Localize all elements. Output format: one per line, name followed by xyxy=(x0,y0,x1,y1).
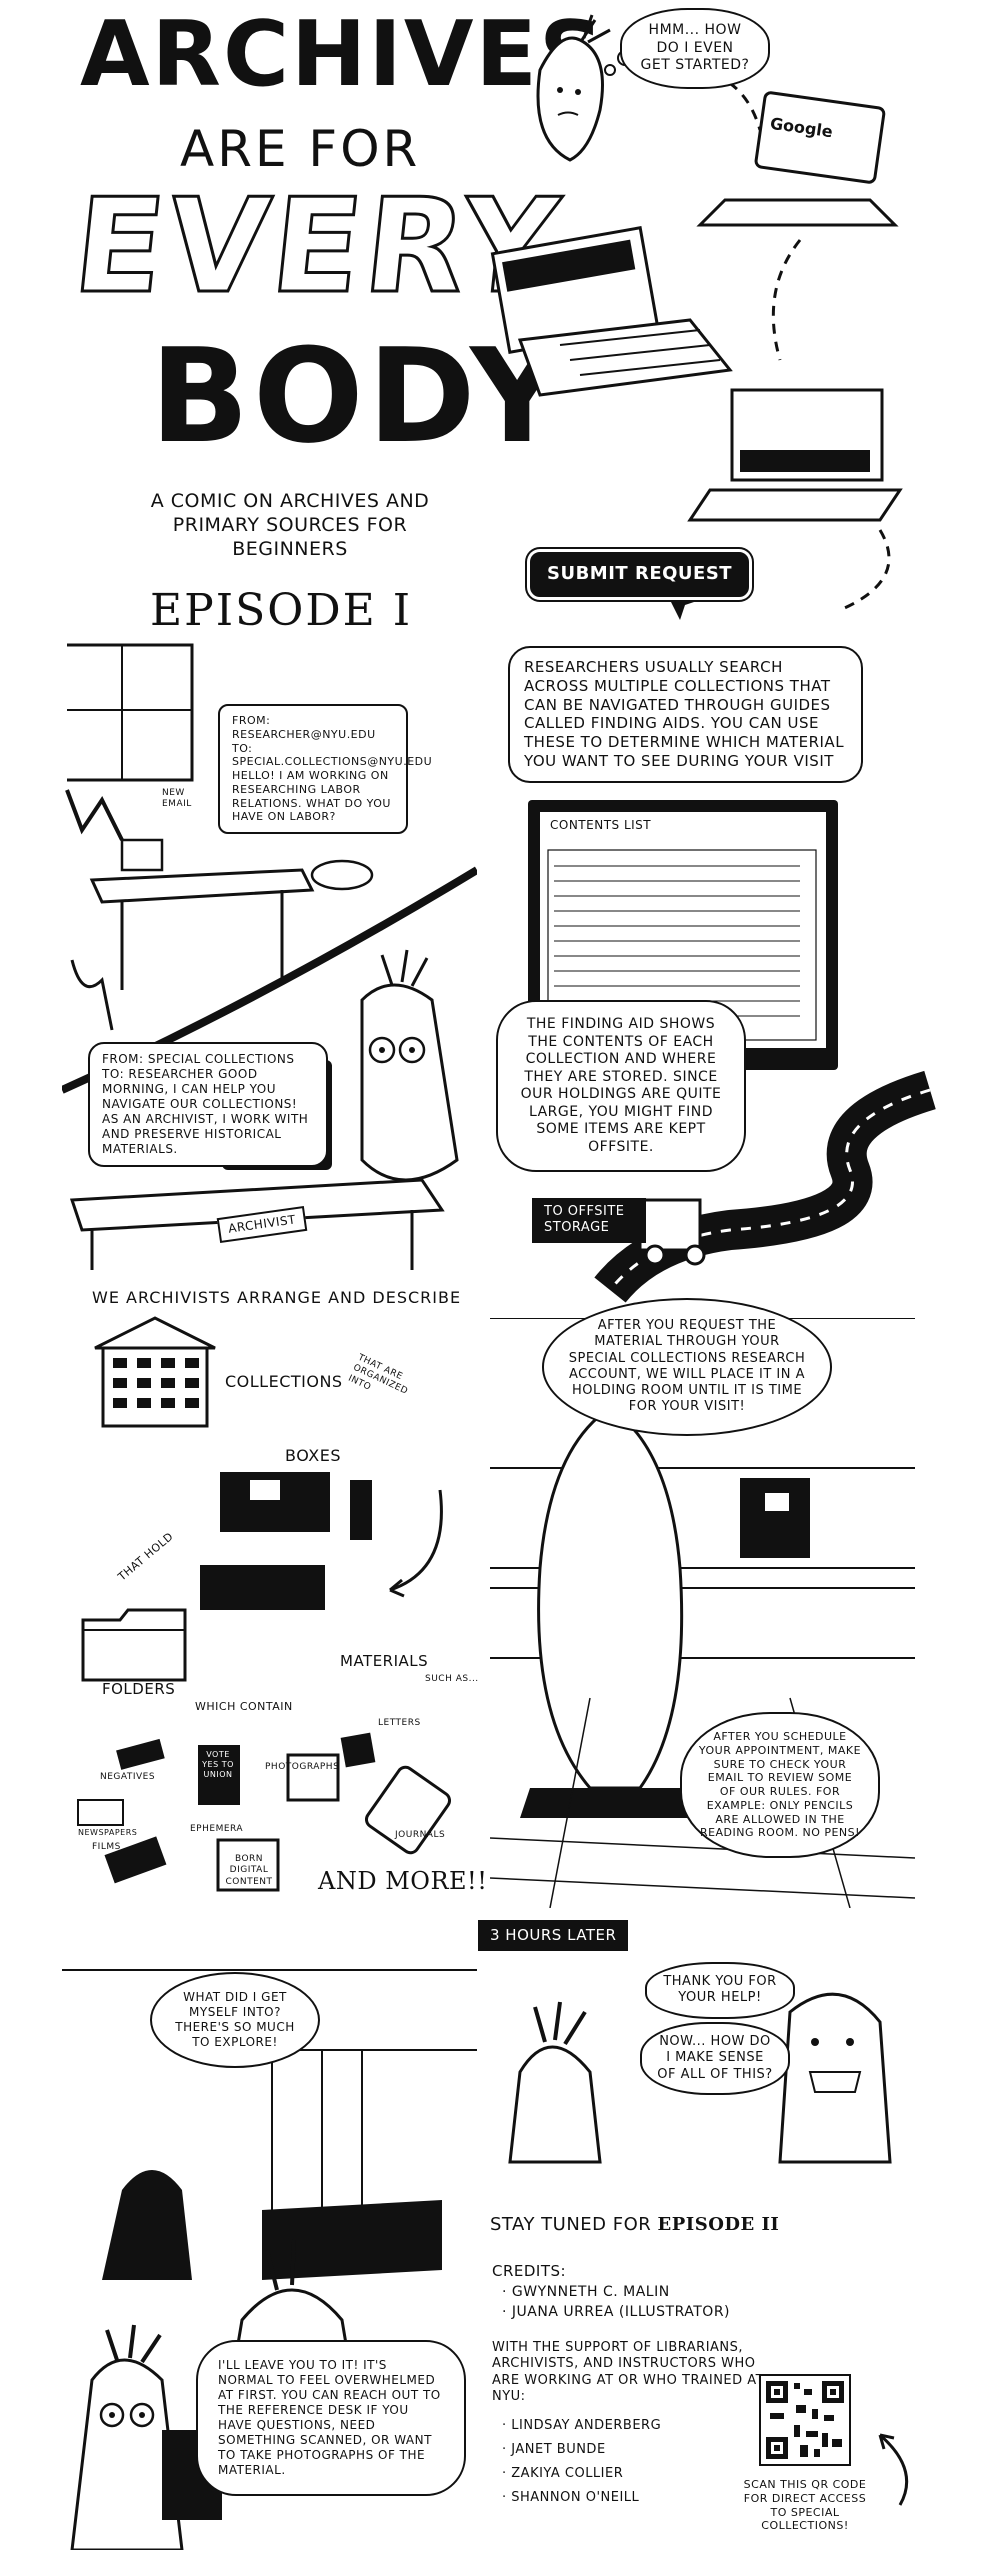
reading-speech-bubble: I'LL LEAVE YOU TO IT! IT'S NORMAL TO FEE… xyxy=(196,2340,466,2496)
email-researcher: FROM: RESEARCHER@NYU.EDU TO: SPECIAL.COL… xyxy=(218,704,432,834)
arrow-icon xyxy=(878,2433,909,2506)
such-as-label: SUCH AS... xyxy=(425,1674,479,1684)
end-carrots xyxy=(508,1992,892,2164)
credit-2: · JUANA URREA (ILLUSTRATOR) xyxy=(502,2304,731,2320)
born-digital-label: BORN DIGITAL CONTENT xyxy=(225,1854,273,1887)
title-archives: ARCHIVES xyxy=(80,2,606,107)
credit-1: · GWYNNETH C. MALIN xyxy=(502,2284,670,2300)
credits-title: CREDITS: xyxy=(492,2262,567,2280)
finding-aid-bubble: THE FINDING AID SHOWS THE CONTENTS OF EA… xyxy=(496,1000,746,1172)
reading-thought-bubble: WHAT DID I GET MYSELF INTO? THERE'S SO M… xyxy=(150,1972,320,2068)
qr-caption: SCAN THIS QR CODE FOR DIRECT ACCESS TO S… xyxy=(743,2478,867,2533)
boxes-drawing xyxy=(200,1472,443,1610)
episode-2-label: EPISODE II xyxy=(657,2214,780,2235)
materials-label: MATERIALS xyxy=(340,1652,429,1670)
now-bubble: NOW... HOW DO I MAKE SENSE OF ALL OF THI… xyxy=(640,2022,790,2095)
negatives-label: NEGATIVES xyxy=(100,1772,156,1782)
photographs-label: PHOTOGRAPHS xyxy=(265,1762,340,1772)
boxes-label: BOXES xyxy=(285,1446,341,1465)
which-contain-label: WHICH CONTAIN xyxy=(195,1700,293,1713)
materials-drawing xyxy=(77,1732,452,1892)
stay-tuned-label: STAY TUNED FOR xyxy=(490,2214,652,2235)
support-1: · LINDSAY ANDERBERG xyxy=(502,2418,662,2433)
submit-request-button[interactable]: SUBMIT REQUEST xyxy=(530,552,750,597)
three-hours-later-tag: 3 HOURS LATER xyxy=(478,1920,629,1951)
stay-tuned: STAY TUNED FOR EPISODE II xyxy=(490,2214,779,2237)
episode-title: EPISODE I xyxy=(150,585,413,636)
support-2: · JANET BUNDE xyxy=(502,2442,606,2457)
organized-label: THAT ARE ORGANIZED INTO xyxy=(346,1352,410,1398)
new-email-label: NEW EMAIL xyxy=(162,788,192,810)
newspapers-label: NEWSPAPERS xyxy=(78,1828,138,1837)
support-3: · ZAKIYA COLLIER xyxy=(502,2466,624,2481)
email-archivist: FROM: SPECIAL COLLECTIONS TO: RESEARCHER… xyxy=(88,1042,328,1167)
road-and-truck xyxy=(594,1070,936,1303)
journals-label: JOURNALS xyxy=(395,1830,446,1840)
and-more-label: AND MORE!! xyxy=(318,1867,488,1895)
holding-bubble-top: AFTER YOU REQUEST THE MATERIAL THROUGH Y… xyxy=(542,1298,832,1436)
finding-aid-caption: RESEARCHERS USUALLY SEARCH ACROSS MULTIP… xyxy=(508,646,863,783)
that-hold-label: THAT HOLD xyxy=(115,1529,176,1584)
support-text: WITH THE SUPPORT OF LIBRARIANS, ARCHIVIS… xyxy=(492,2340,765,2404)
intro-drawing xyxy=(490,14,903,620)
subtitle: A COMIC ON ARCHIVES AND PRIMARY SOURCES … xyxy=(150,490,430,560)
support-4: · SHANNON O'NEILL xyxy=(502,2490,640,2505)
letters-label: LETTERS xyxy=(378,1718,421,1728)
vote-label: VOTE YES TO UNION xyxy=(202,1750,234,1779)
offsite-storage-label: TO OFFSITE STORAGE xyxy=(532,1198,646,1243)
collections-label: COLLECTIONS xyxy=(225,1372,343,1391)
intro-thought-bubble: HMM... HOW DO I EVEN GET STARTED? xyxy=(620,8,770,89)
building-icon xyxy=(94,1316,216,1428)
arrange-heading: WE ARCHIVISTS ARRANGE AND DESCRIBE xyxy=(92,1288,462,1307)
films-label: FILMS xyxy=(92,1842,121,1852)
qr-code-icon[interactable] xyxy=(759,2374,851,2466)
holding-bubble-bottom: AFTER YOU SCHEDULE YOUR APPOINTMENT, MAK… xyxy=(680,1712,880,1858)
title-are-for: ARE FOR xyxy=(180,120,421,178)
screen-title: CONTENTS LIST xyxy=(550,818,652,832)
folders-label: FOLDERS xyxy=(102,1680,176,1698)
title-body: BODY xyxy=(150,320,569,472)
folder-icon xyxy=(81,1608,187,1682)
thanks-bubble: THANK YOU FOR YOUR HELP! xyxy=(645,1962,795,2019)
ephemera-label: EPHEMERA xyxy=(190,1824,244,1834)
title-every: EVERY xyxy=(66,169,570,324)
